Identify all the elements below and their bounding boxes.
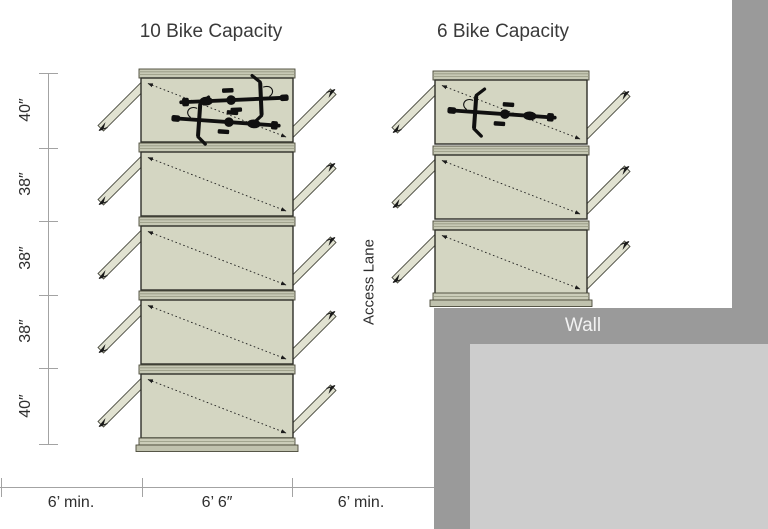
dim-aisle-right: 6’ min. bbox=[337, 494, 385, 511]
dim-row-3: 38″ bbox=[17, 246, 34, 270]
left-group-title: 10 Bike Capacity bbox=[139, 21, 283, 42]
rack-module bbox=[98, 217, 336, 290]
rack-module bbox=[98, 365, 336, 438]
wall-label: Wall bbox=[564, 315, 602, 336]
bottom-dimension-line bbox=[0, 478, 434, 497]
access-lane-label: Access Lane bbox=[360, 239, 378, 325]
dim-row-1: 40″ bbox=[17, 98, 34, 122]
rack-base bbox=[429, 292, 593, 307]
rack-module bbox=[98, 291, 336, 364]
rack-group-10-bike bbox=[98, 69, 336, 452]
rack-module bbox=[98, 69, 336, 142]
dim-aisle-left: 6’ min. bbox=[47, 494, 95, 511]
rack-module bbox=[392, 146, 630, 219]
dim-rack-width: 6’ 6″ bbox=[201, 494, 233, 511]
dim-row-5: 40″ bbox=[17, 394, 34, 418]
rack-base bbox=[135, 437, 299, 452]
dim-row-4: 38″ bbox=[17, 319, 34, 343]
rack-module bbox=[392, 221, 630, 294]
wall-right-strip bbox=[732, 0, 768, 344]
dim-row-2: 38″ bbox=[17, 172, 34, 196]
rack-module bbox=[392, 71, 630, 144]
right-group-title: 6 Bike Capacity bbox=[436, 21, 570, 42]
left-dimension-line bbox=[39, 73, 58, 445]
floor-area bbox=[470, 344, 768, 529]
rack-module bbox=[98, 143, 336, 216]
